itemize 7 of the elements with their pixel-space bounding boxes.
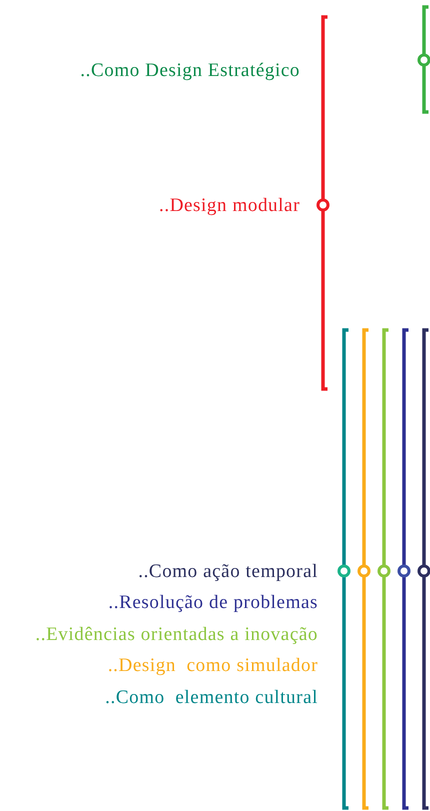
timeline-label: ..Evidências orientadas a inovação [35,625,318,645]
timeline-label: ..Design como simulador [108,656,318,676]
timeline-label: ..Resolução de problemas [108,593,318,613]
timeline-label: ..Como elemento cultural [105,688,318,708]
timeline-label: ..Como Design Estratégico [80,61,300,81]
timeline-label: ..Design modular [159,196,300,216]
timeline-label: ..Como ação temporal [138,562,318,582]
